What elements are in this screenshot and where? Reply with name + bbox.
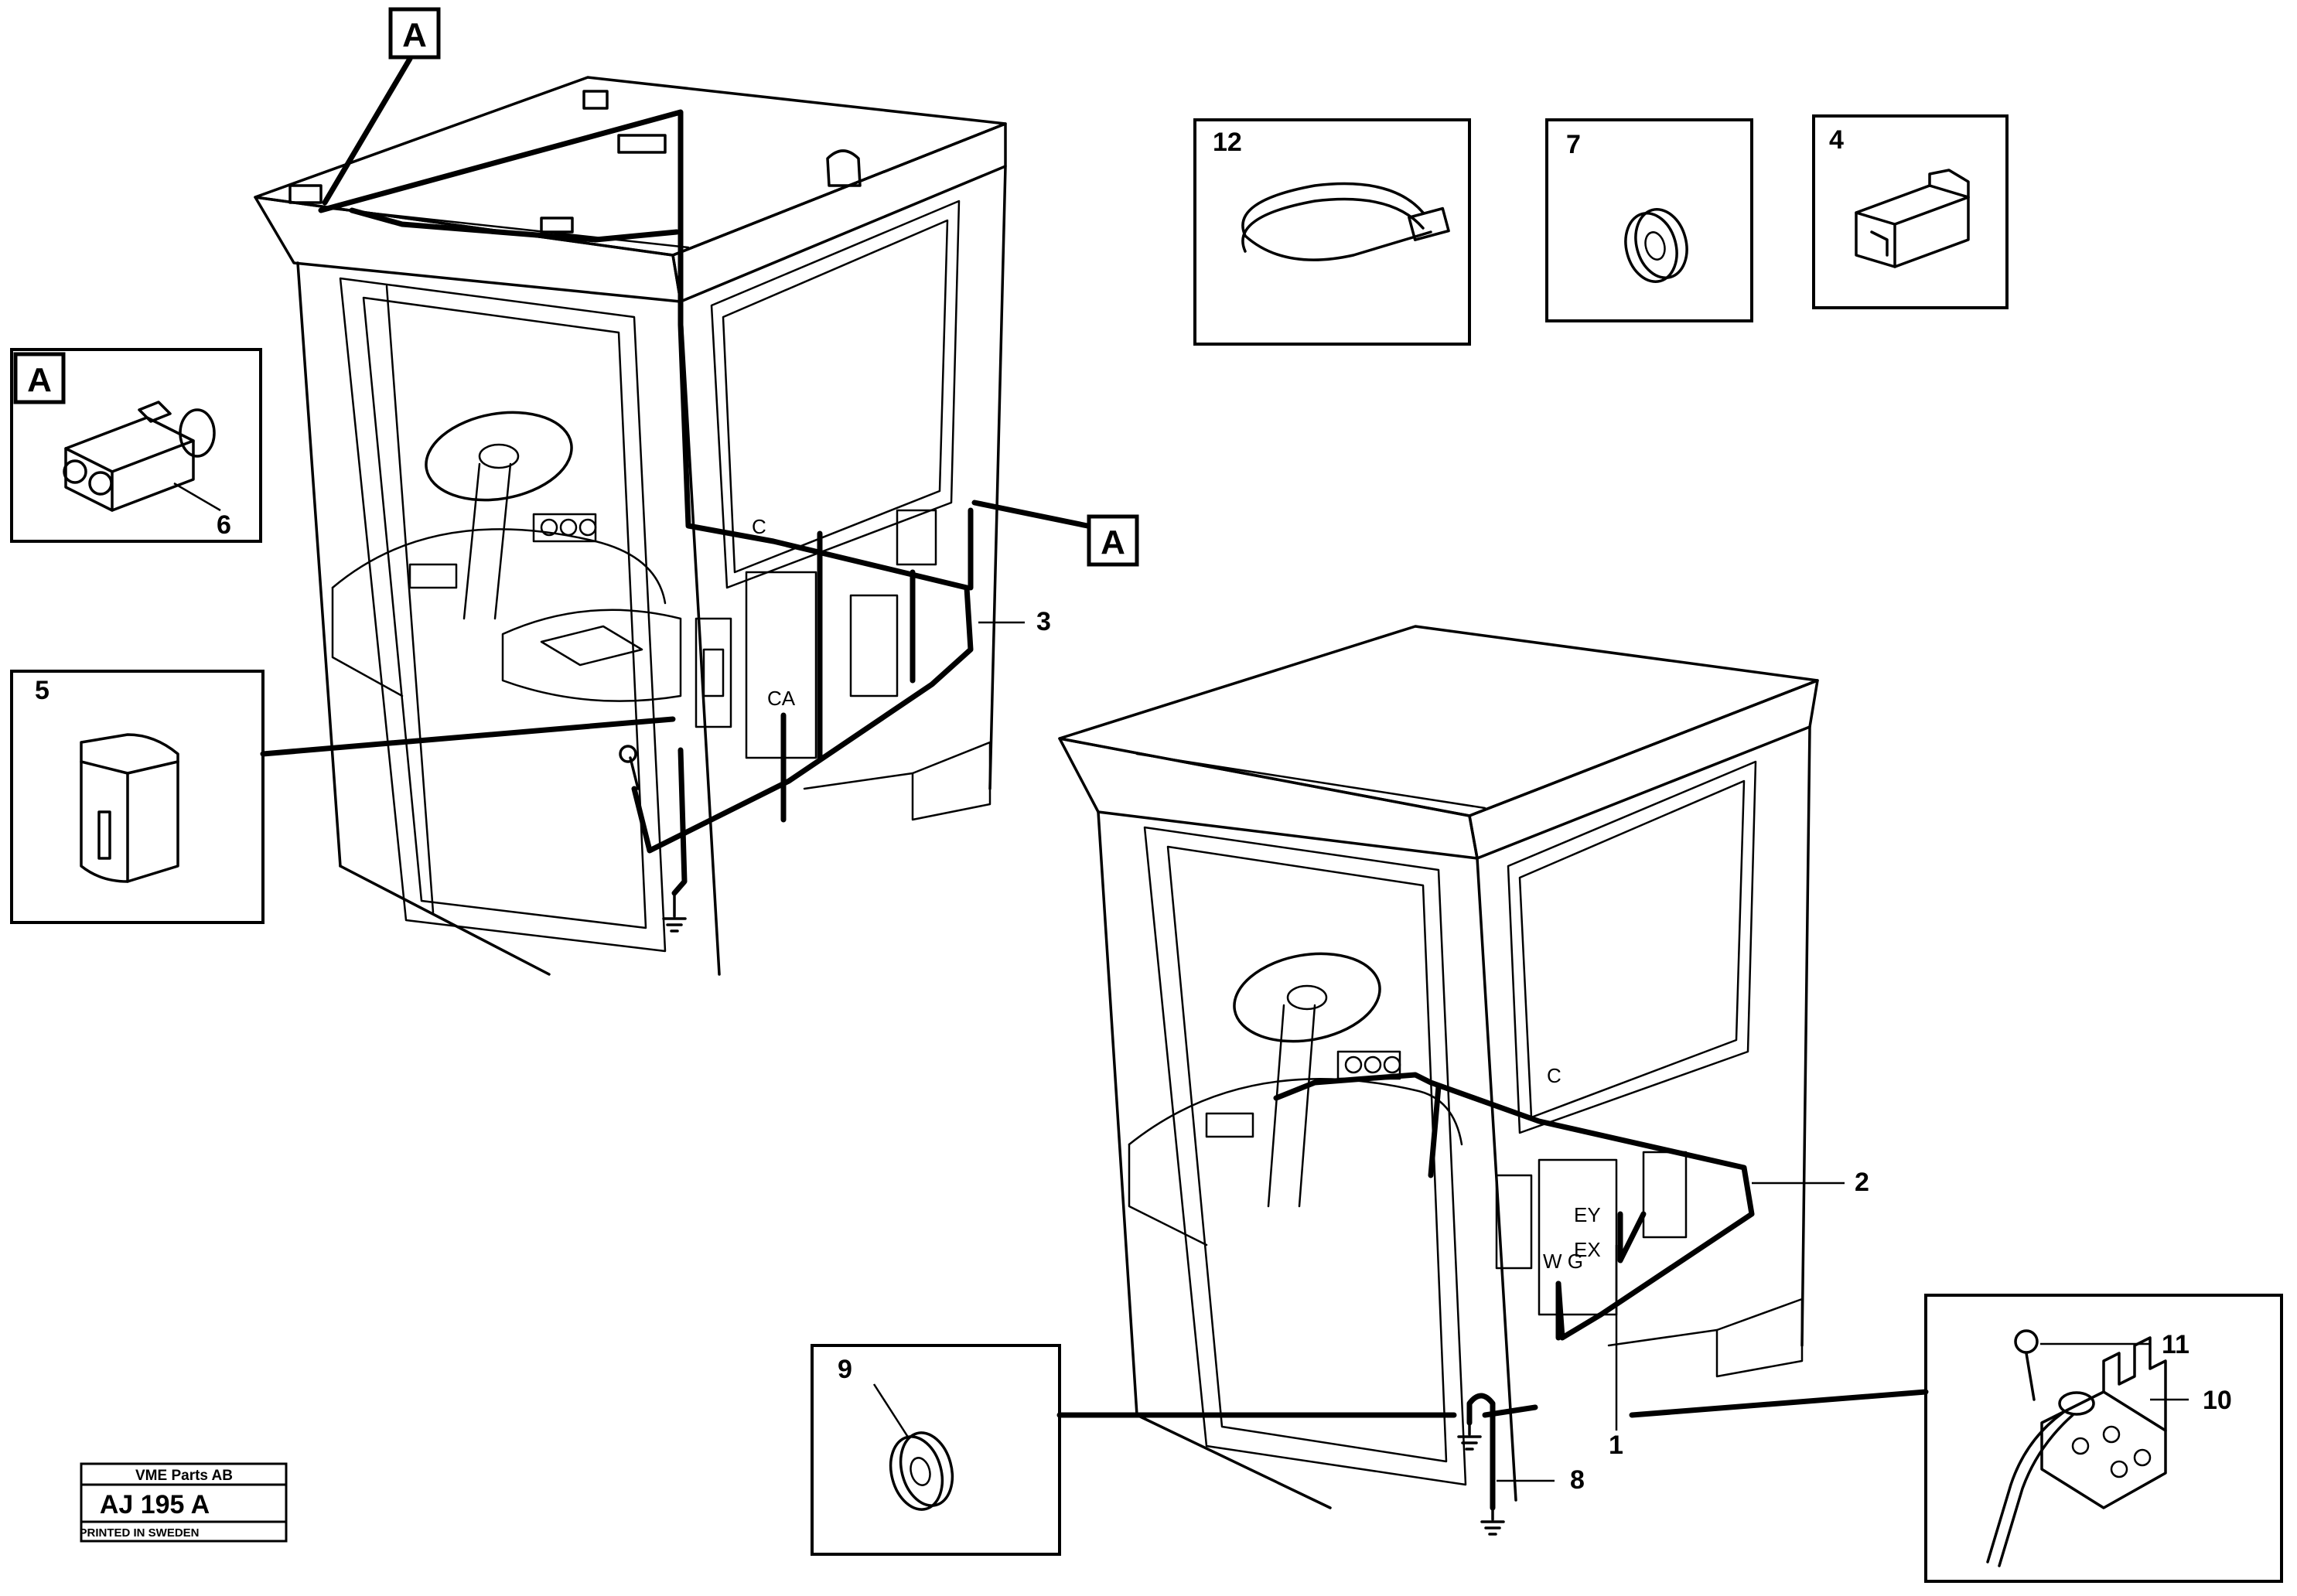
stamp-printed: PRINTED IN SWEDEN: [79, 1526, 199, 1540]
callout-2: 2: [1855, 1168, 1869, 1197]
callout-4: 4: [1829, 125, 1844, 155]
detail-box-7: [1545, 118, 1753, 322]
reference-a-right: A: [971, 500, 1139, 567]
callout-6: 6: [217, 510, 231, 540]
callout-3: 3: [1036, 607, 1051, 636]
cab-label-wg: W G: [1543, 1250, 1583, 1273]
cab-label-ca: CA: [767, 687, 796, 710]
callout-9: 9: [838, 1355, 852, 1384]
callout-11: 11: [2162, 1330, 2189, 1359]
callout-7: 7: [1566, 130, 1581, 159]
cab-upper-left: [254, 76, 1007, 976]
detail-box-10-11: [1629, 1294, 2283, 1583]
parts-stamp: VME Parts AB AJ 195 A PRINTED IN SWEDEN: [79, 1462, 288, 1543]
detail-box-a: A: [10, 348, 262, 543]
cab-label-ex: EX: [1574, 1238, 1601, 1261]
stamp-code: AJ 195 A: [100, 1490, 210, 1519]
svg-text:A: A: [402, 16, 427, 54]
callout-10: 10: [2203, 1386, 2232, 1415]
detail-box-9: [811, 1344, 1538, 1556]
callout-5: 5: [35, 676, 49, 705]
cab-label-c-upper: C: [752, 515, 766, 538]
detail-box-5: [10, 670, 676, 924]
cab-label-c-lower: C: [1547, 1064, 1561, 1087]
cab-label-ey: EY: [1574, 1203, 1601, 1226]
callout-8: 8: [1570, 1465, 1585, 1495]
cab-lower-right: [1058, 625, 1819, 1536]
callout-12: 12: [1213, 128, 1242, 157]
stamp-company: VME Parts AB: [135, 1468, 233, 1484]
reference-a-top: A: [322, 7, 441, 206]
detail-box-4: [1812, 114, 2009, 309]
detail-box-12: [1193, 118, 1471, 346]
svg-text:A: A: [27, 361, 52, 399]
svg-text:A: A: [1101, 523, 1125, 561]
callout-1: 1: [1609, 1431, 1623, 1460]
